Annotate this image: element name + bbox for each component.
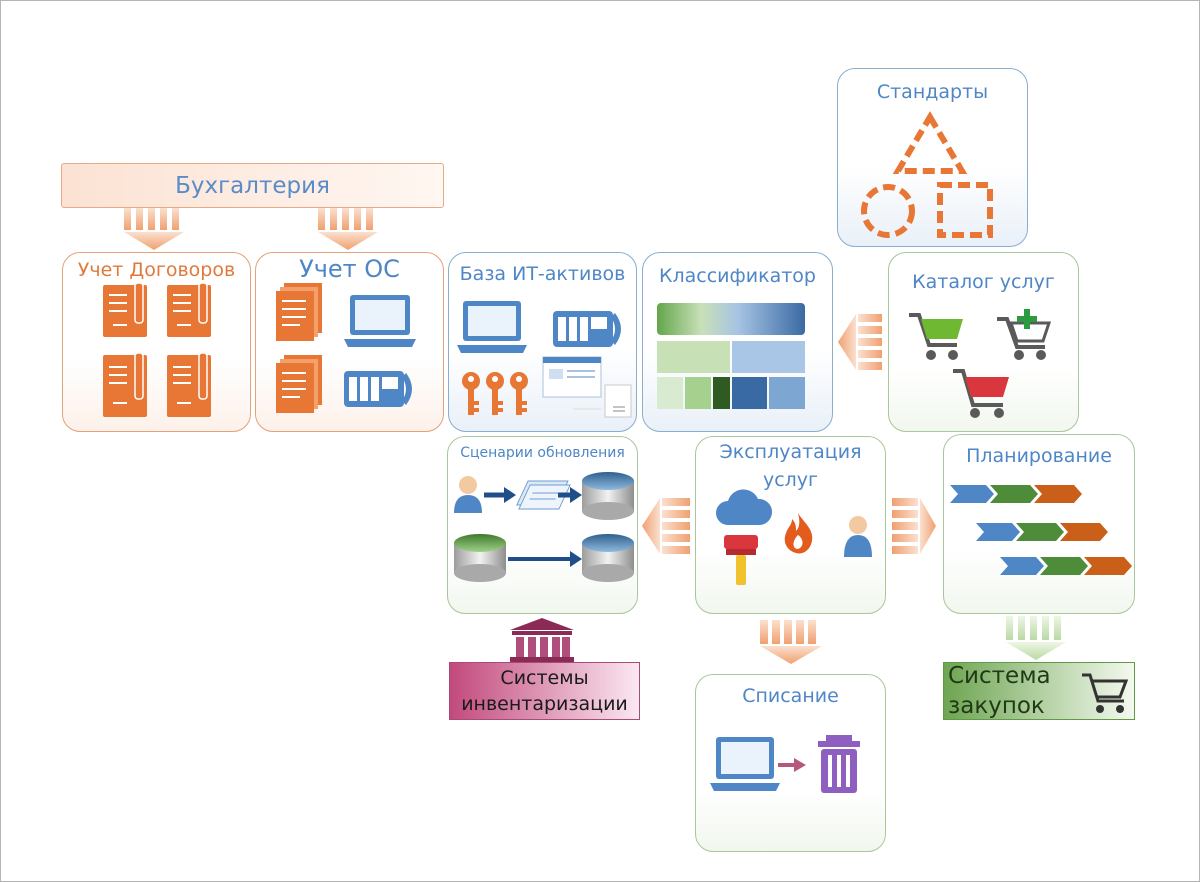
service-catalog-title: Каталог услуг	[912, 271, 1055, 293]
laptop-icon	[457, 301, 527, 353]
arrow-down-icon	[1006, 616, 1066, 660]
paint-roller-icon	[724, 535, 758, 585]
service-operation-box: Эксплуатация услуг	[695, 436, 886, 614]
cart-add-icon	[997, 309, 1052, 360]
inventory-label-2: инвентаризации	[461, 693, 628, 715]
arrow-right-icon	[778, 758, 806, 772]
contracts-box: Учет Договоров	[62, 252, 251, 432]
accounting-label: Бухгалтерия	[175, 173, 330, 199]
keys-icon	[462, 372, 528, 415]
fixed-assets-title: Учет ОС	[299, 255, 400, 283]
phone-device-icon	[553, 311, 621, 347]
classifier-box: Классификатор	[642, 252, 833, 432]
it-assets-box: База ИТ-активов	[448, 252, 637, 432]
service-operation-title-2: услуг	[762, 469, 819, 491]
fire-icon	[784, 513, 813, 554]
building-icon	[510, 618, 574, 662]
standards-title: Стандарты	[876, 81, 989, 103]
cart-icon	[909, 313, 963, 360]
procurement-label-2: закупок	[948, 693, 1045, 719]
document-window-icon	[542, 356, 632, 418]
write-off-box: Списание	[695, 674, 886, 852]
phone-device-icon	[344, 371, 412, 407]
classifier-grid-icon	[657, 303, 805, 409]
arrow-left-icon	[838, 314, 882, 370]
service-catalog-box: Каталог услуг	[888, 252, 1079, 432]
contract-document-icon	[103, 282, 211, 417]
documents-icon	[276, 283, 322, 413]
arrow-down-icon	[124, 208, 184, 250]
arrow-down-icon	[760, 620, 822, 664]
user-icon	[844, 516, 872, 557]
update-flow-icon	[454, 472, 634, 582]
write-off-title: Списание	[742, 685, 839, 707]
shopping-cart-icon	[1082, 673, 1129, 713]
classifier-title: Классификатор	[659, 265, 816, 287]
procurement-label-1: Система	[948, 663, 1051, 689]
contracts-title: Учет Договоров	[77, 259, 236, 281]
trash-icon	[818, 735, 860, 793]
inventory-banner: Системы инвентаризации	[449, 662, 640, 720]
planning-box: Планирование	[943, 434, 1135, 614]
procurement-banner: Система закупок	[943, 662, 1135, 720]
update-scenarios-box: Сценарии обновления	[447, 436, 638, 614]
it-assets-title: База ИТ-активов	[459, 263, 626, 285]
update-scenarios-title: Сценарии обновления	[460, 445, 625, 461]
standards-box: Стандарты	[837, 68, 1028, 247]
timeline-chevrons-icon	[950, 485, 1132, 575]
planning-title: Планирование	[966, 445, 1112, 467]
cloud-icon	[716, 489, 773, 525]
arrow-down-icon	[318, 208, 378, 250]
inventory-label-1: Системы	[500, 667, 589, 689]
arrow-right-icon	[892, 498, 936, 554]
service-operation-title-1: Эксплуатация	[719, 441, 862, 463]
fixed-assets-box: Учет ОС	[255, 252, 444, 432]
arrow-left-icon	[642, 498, 690, 554]
laptop-icon	[344, 295, 416, 347]
laptop-icon	[710, 737, 780, 791]
accounting-banner: Бухгалтерия	[61, 163, 444, 208]
cart-icon	[953, 369, 1009, 418]
shapes-icon	[861, 111, 993, 238]
